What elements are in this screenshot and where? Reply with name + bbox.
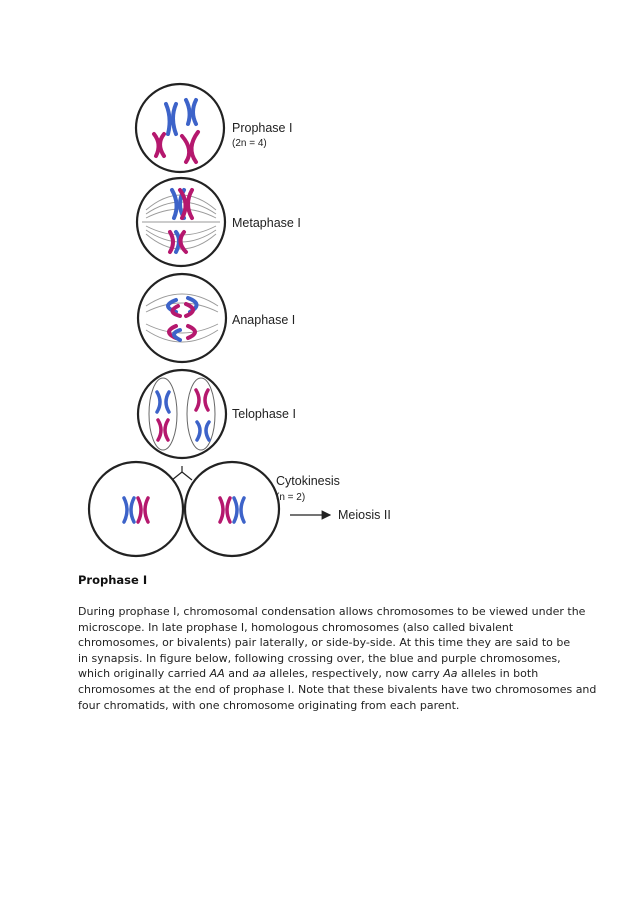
telophase-cell	[136, 368, 228, 460]
section-paragraph: During prophase I, chromosomal condensat…	[78, 604, 597, 713]
label-anaphase: Anaphase I	[232, 313, 295, 327]
label-cytokinesis-ploidy: (n = 2)	[276, 492, 305, 503]
paragraph-line: in synapsis. In figure below, following …	[78, 651, 561, 665]
paragraph-line: chromosomes, or bivalents) pair laterall…	[78, 636, 571, 650]
label-prophase-ploidy: (2n = 4)	[232, 138, 267, 149]
paragraph-line: chromosomes at the end of prophase I. No…	[78, 682, 597, 696]
label-metaphase: Metaphase I	[232, 216, 301, 230]
label-cytokinesis: Cytokinesis	[276, 474, 340, 488]
paragraph-line: which originally carried AA and aa allel…	[78, 667, 539, 681]
daughter-cell-left	[87, 460, 185, 558]
italic-allele: AA	[209, 667, 225, 681]
daughter-cell-right	[183, 460, 281, 558]
paragraph-line: four chromatids, with one chromosome ori…	[78, 698, 460, 712]
metaphase-cell	[135, 176, 227, 268]
spindle-fibers	[145, 293, 219, 343]
section-heading: Prophase I	[78, 573, 148, 587]
anaphase-cell	[136, 272, 228, 364]
prophase-cell	[134, 82, 226, 174]
paragraph-line: During prophase I, chromosomal condensat…	[78, 605, 586, 618]
italic-allele: Aa	[443, 667, 458, 681]
blue-chromosome	[164, 98, 198, 136]
label-prophase: Prophase I	[232, 121, 292, 135]
meiosis-diagram: Prophase I (2n = 4) Metaphase I	[87, 82, 391, 558]
paragraph-line: microscope. In late prophase I, homologo…	[78, 620, 514, 634]
italic-allele: aa	[252, 667, 266, 681]
label-meiosis2: Meiosis II	[338, 508, 391, 522]
purple-chromosome	[152, 130, 200, 164]
split-arrows	[171, 466, 193, 481]
label-telophase: Telophase I	[232, 407, 296, 421]
